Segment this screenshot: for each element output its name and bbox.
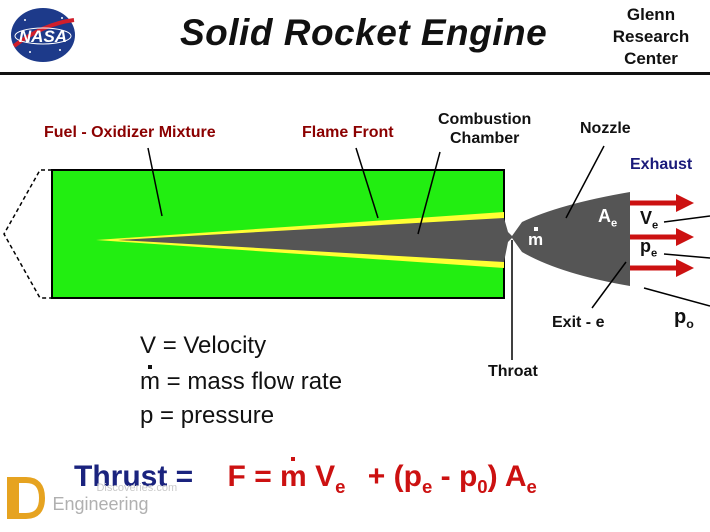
label-throat: Throat — [488, 363, 538, 380]
eq-plus: + (p — [359, 460, 422, 493]
velocity-subscript: e — [652, 219, 659, 232]
ambient-pressure-symbol: p — [674, 306, 687, 328]
label-fuel-oxidizer: Fuel - Oxidizer Mixture — [44, 124, 216, 141]
header-divider — [0, 72, 710, 75]
page-title: Solid Rocket Engine — [180, 12, 548, 53]
thrust-equation: Thrust = F = m Ve + (pe - p0) Ae — [74, 457, 537, 498]
label-velocity-exit: Ve — [640, 208, 658, 232]
eq-a-sub: e — [526, 476, 537, 497]
legend-m-definition: = mass flow rate — [166, 368, 343, 395]
combustion-line-1: Combustion — [438, 111, 532, 128]
nose-cone-outline — [3, 169, 52, 299]
eq-mdot: m — [280, 457, 307, 493]
label-combustion-chamber: Combustion Chamber — [438, 110, 531, 148]
area-subscript: e — [611, 217, 618, 230]
pressure-symbol: p — [640, 236, 651, 256]
ambient-pressure-subscript: o — [686, 317, 694, 331]
label-ambient-pressure: po — [674, 306, 694, 331]
label-mass-flow-dot: m — [528, 227, 544, 250]
label-area-exit: Ae — [598, 206, 617, 230]
center-line-3: Center — [624, 49, 678, 68]
label-exit: Exit - e — [552, 314, 605, 331]
eq-v: V — [306, 460, 336, 493]
label-flame-front: Flame Front — [302, 124, 394, 141]
watermark-site: Discoveries.com — [96, 481, 178, 494]
eq-close: ) A — [487, 460, 527, 493]
watermark-logo-icon — [7, 477, 46, 519]
eq-f: F = — [227, 460, 281, 493]
watermark-brand: Engineering — [52, 493, 149, 514]
legend-m-symbol: m — [140, 365, 160, 395]
legend-v-symbol: V — [140, 332, 157, 359]
combustion-chamber — [118, 218, 504, 262]
center-line-2: Research — [612, 27, 690, 46]
label-pressure-exit: pe — [640, 236, 657, 260]
exhaust-arrows — [630, 194, 694, 277]
pressure-subscript: e — [651, 247, 658, 260]
label-nozzle: Nozzle — [580, 120, 631, 137]
equation-rhs: F = m Ve + (pe - p0) Ae — [227, 457, 537, 497]
legend-p-symbol: p — [140, 402, 154, 429]
label-exhaust: Exhaust — [630, 156, 693, 173]
eq-pe-sub: e — [421, 476, 433, 497]
label-pointers — [147, 145, 710, 360]
nasa-logo-text: NASA — [19, 27, 67, 46]
eq-v-sub: e — [335, 476, 346, 497]
eq-minus: - p — [432, 460, 478, 493]
area-symbol: A — [598, 206, 611, 226]
legend-v-definition: = Velocity — [162, 332, 267, 359]
legend-mass-flow: m = mass flow rate — [140, 365, 343, 396]
equation-lhs: Thrust = — [74, 460, 194, 493]
nasa-logo: NASA — [8, 6, 78, 69]
glenn-research-center: Glenn Research Center — [604, 4, 698, 70]
legend-pressure: p = pressure — [140, 402, 274, 430]
eq-p0-sub: 0 — [477, 476, 488, 497]
nozzle — [504, 192, 630, 286]
mdot-symbol: m — [528, 227, 544, 249]
watermark: Discoveries.com Engineering — [6, 476, 177, 520]
legend-velocity: V = Velocity — [140, 332, 266, 360]
legend-p-definition: = pressure — [160, 402, 275, 429]
combustion-line-2: Chamber — [449, 130, 520, 147]
velocity-symbol: V — [640, 208, 653, 228]
center-line-1: Glenn — [626, 5, 676, 24]
